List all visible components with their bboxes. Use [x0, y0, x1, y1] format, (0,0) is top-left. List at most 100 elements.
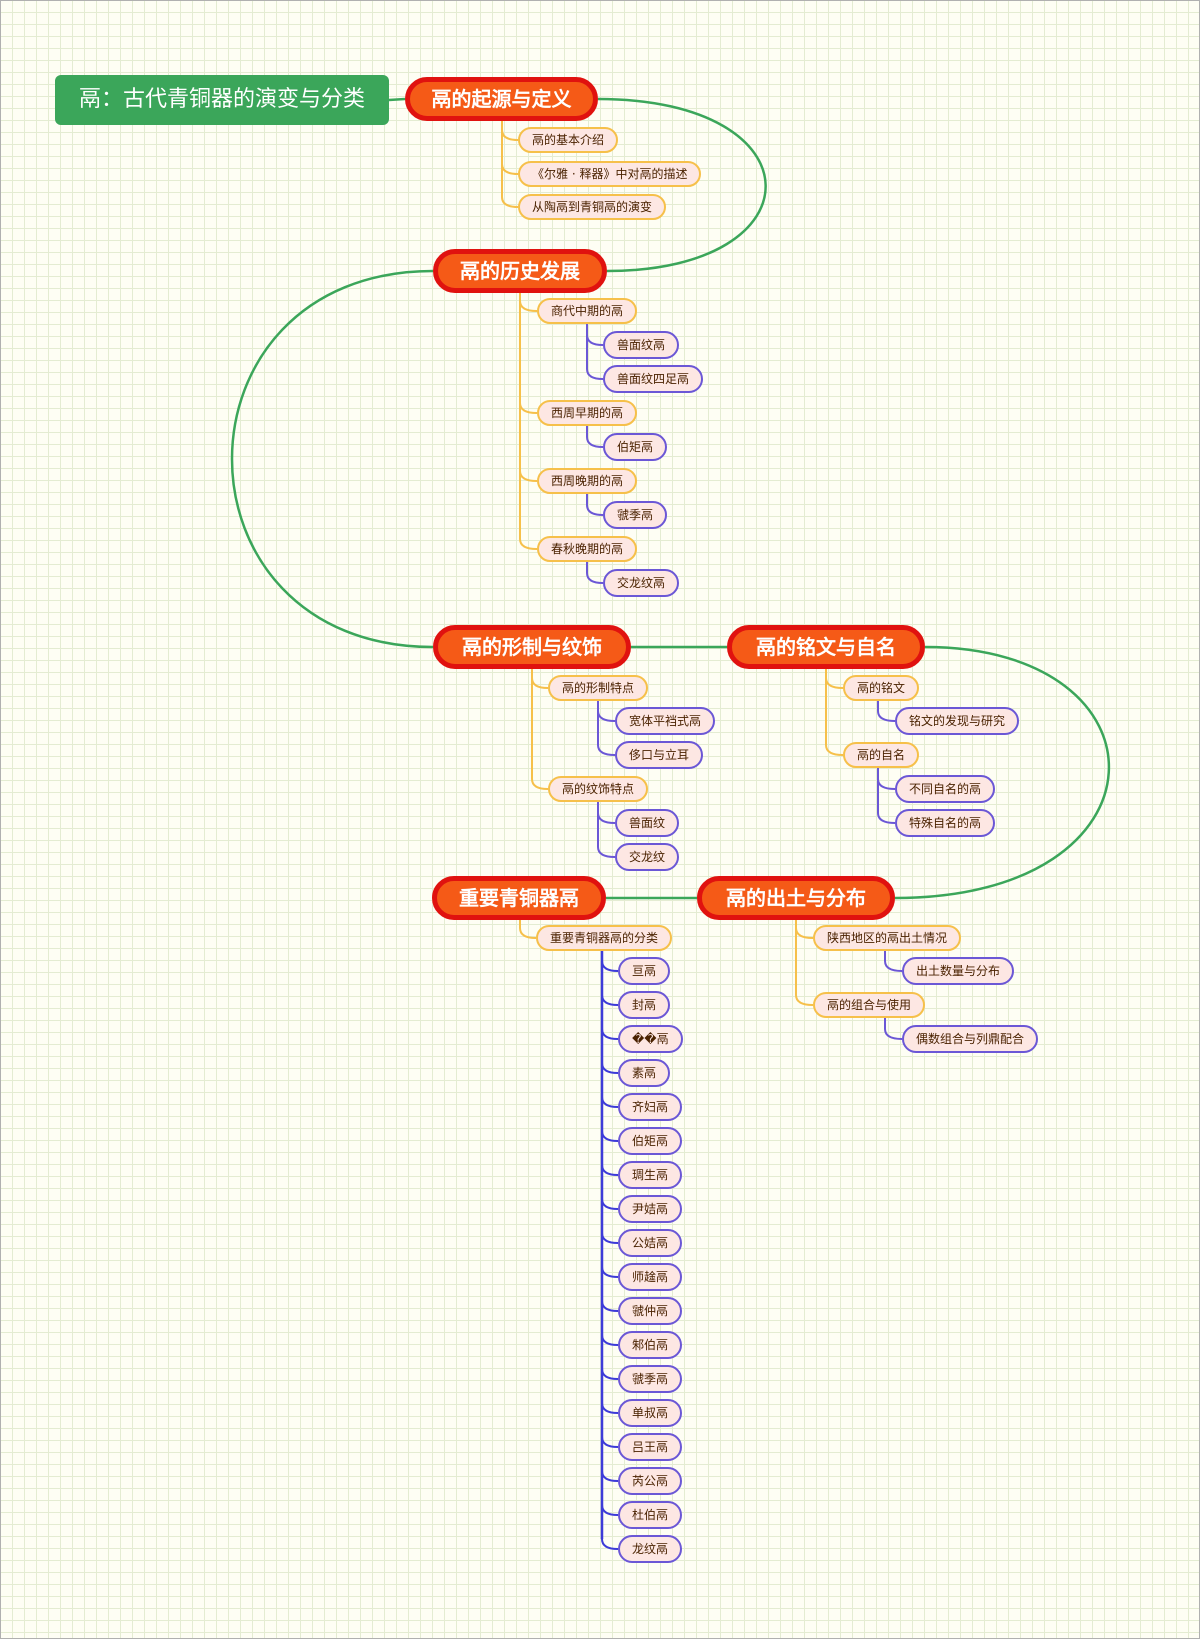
- leaf-item[interactable]: 虢季鬲: [603, 501, 668, 529]
- connector-line: [531, 778, 549, 790]
- root-topic[interactable]: 鬲：古代青铜器的演变与分类: [55, 75, 389, 125]
- connector-line: [501, 196, 519, 208]
- subtopic-item[interactable]: 重要青铜器鬲的分类: [536, 925, 673, 951]
- subtopic-item[interactable]: 鬲的铭文: [843, 675, 920, 701]
- connector-line: [519, 538, 538, 550]
- connector-line: [601, 960, 619, 972]
- subtopic-item[interactable]: 《尔雅 · 释器》中对鬲的描述: [518, 161, 702, 187]
- connector-line: [825, 677, 844, 689]
- leaf-item[interactable]: 邾伯鬲: [618, 1331, 683, 1359]
- subtopic-item[interactable]: 西周早期的鬲: [537, 400, 638, 426]
- connector-line: [877, 778, 896, 790]
- connector-line: [601, 1334, 619, 1346]
- connector-line: [601, 1470, 619, 1482]
- leaf-item[interactable]: 交龙纹鬲: [603, 569, 680, 597]
- main-topic-inscription[interactable]: 鬲的铭文与自名: [727, 625, 925, 669]
- connector-line: [597, 812, 616, 824]
- leaf-item[interactable]: 杜伯鬲: [618, 1501, 683, 1529]
- connector-line: [795, 994, 814, 1006]
- connector-line: [601, 1062, 619, 1074]
- connector-line: [597, 744, 616, 756]
- leaf-item[interactable]: 伯矩鬲: [603, 433, 668, 461]
- subtopic-item[interactable]: 鬲的纹饰特点: [548, 776, 649, 802]
- leaf-item[interactable]: 师趛鬲: [618, 1263, 683, 1291]
- main-topic-history[interactable]: 鬲的历史发展: [433, 249, 607, 293]
- subtopic-item[interactable]: 商代中期的鬲: [537, 298, 638, 324]
- subtopic-item[interactable]: 陕西地区的鬲出土情况: [813, 925, 962, 951]
- connector-line: [894, 645, 1110, 900]
- connector-line: [601, 1164, 619, 1176]
- leaf-item[interactable]: 特殊自名的鬲: [895, 809, 996, 837]
- connector-line: [586, 436, 604, 448]
- leaf-item[interactable]: 芮公鬲: [618, 1467, 683, 1495]
- connector-line: [601, 1504, 619, 1516]
- leaf-item[interactable]: 琱生鬲: [618, 1161, 683, 1189]
- leaf-item[interactable]: 宽体平裆式鬲: [615, 707, 716, 735]
- leaf-item[interactable]: 吕王鬲: [618, 1433, 683, 1461]
- connector-line: [519, 300, 538, 312]
- connector-line: [501, 163, 519, 175]
- leaf-item[interactable]: 侈口与立耳: [615, 741, 704, 769]
- subtopic-item[interactable]: 鬲的组合与使用: [813, 992, 926, 1018]
- connector-line: [601, 1538, 619, 1550]
- connector-line: [601, 1402, 619, 1414]
- connector-line: [884, 1028, 903, 1040]
- main-topic-origin[interactable]: 鬲的起源与定义: [405, 77, 598, 121]
- connector-line: [601, 1368, 619, 1380]
- leaf-item[interactable]: 齐妇鬲: [618, 1093, 683, 1121]
- leaf-item[interactable]: 封鬲: [618, 991, 671, 1019]
- leaf-item[interactable]: 铭文的发现与研究: [895, 707, 1020, 735]
- leaf-item[interactable]: 亘鬲: [618, 957, 671, 985]
- connector-line: [230, 269, 434, 649]
- connector-line: [597, 846, 616, 858]
- leaf-item[interactable]: 单叔鬲: [618, 1399, 683, 1427]
- main-topic-excavation[interactable]: 鬲的出土与分布: [697, 876, 895, 920]
- connector-line: [519, 402, 538, 414]
- subtopic-item[interactable]: 鬲的基本介绍: [518, 127, 619, 153]
- subtopic-item[interactable]: 西周晚期的鬲: [537, 468, 638, 494]
- leaf-item[interactable]: 公姞鬲: [618, 1229, 683, 1257]
- leaf-item[interactable]: 虢季鬲: [618, 1365, 683, 1393]
- connector-line: [597, 710, 616, 722]
- leaf-item[interactable]: 交龙纹: [615, 843, 680, 871]
- connector-line: [501, 129, 519, 141]
- main-topic-important-vessels[interactable]: 重要青铜器鬲: [432, 876, 606, 920]
- leaf-item[interactable]: ��鬲: [618, 1025, 683, 1053]
- connector-line: [601, 1096, 619, 1108]
- connector-line: [795, 927, 814, 939]
- connector-line: [601, 1232, 619, 1244]
- connector-line: [877, 812, 896, 824]
- connector-line: [601, 1198, 619, 1210]
- subtopic-item[interactable]: 从陶鬲到青铜鬲的演变: [518, 194, 667, 220]
- connector-line: [586, 572, 604, 584]
- leaf-item[interactable]: 出土数量与分布: [902, 957, 1015, 985]
- leaf-item[interactable]: 兽面纹鬲: [603, 331, 680, 359]
- leaf-item[interactable]: 尹姞鬲: [618, 1195, 683, 1223]
- subtopic-item[interactable]: 春秋晚期的鬲: [537, 536, 638, 562]
- connector-line: [586, 368, 604, 380]
- connector-line: [601, 1436, 619, 1448]
- leaf-item[interactable]: 伯矩鬲: [618, 1127, 683, 1155]
- leaf-item[interactable]: 兽面纹四足鬲: [603, 365, 704, 393]
- leaf-item[interactable]: 龙纹鬲: [618, 1535, 683, 1563]
- connector-line: [601, 1300, 619, 1312]
- leaf-item[interactable]: 不同自名的鬲: [895, 775, 996, 803]
- connector-line: [825, 744, 844, 756]
- connector-line: [601, 994, 619, 1006]
- leaf-item[interactable]: 兽面纹: [615, 809, 680, 837]
- leaf-item[interactable]: 虢仲鬲: [618, 1297, 683, 1325]
- subtopic-item[interactable]: 鬲的形制特点: [548, 675, 649, 701]
- connector-line: [601, 1130, 619, 1142]
- connector-line: [884, 960, 903, 972]
- main-topic-form-decoration[interactable]: 鬲的形制与纹饰: [433, 625, 631, 669]
- connector-line: [519, 470, 538, 482]
- connector-line: [877, 710, 896, 722]
- subtopic-item[interactable]: 鬲的自名: [843, 742, 920, 768]
- connector-line: [531, 677, 549, 689]
- connector-line: [597, 97, 767, 273]
- leaf-item[interactable]: 偶数组合与列鼎配合: [902, 1025, 1039, 1053]
- connector-line: [586, 504, 604, 516]
- connector-line: [586, 334, 604, 346]
- leaf-item[interactable]: 素鬲: [618, 1059, 671, 1087]
